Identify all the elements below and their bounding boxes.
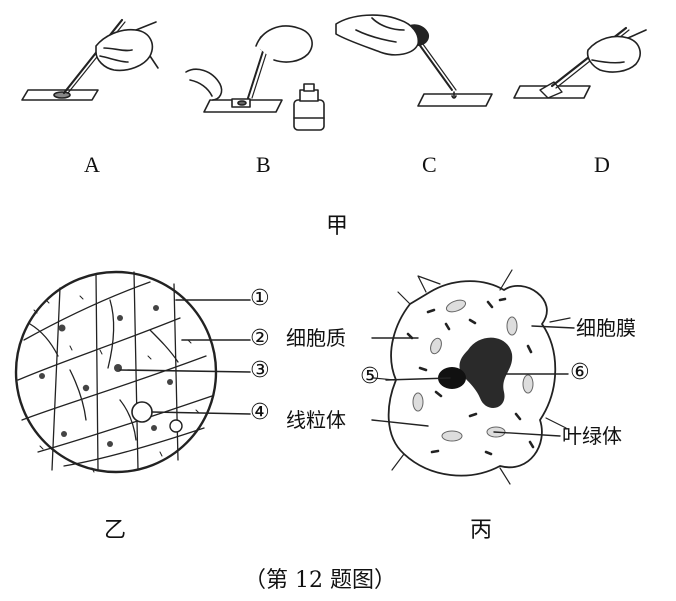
step-b-illustration <box>185 25 325 131</box>
group-jia-label: 甲 <box>326 214 349 239</box>
step-d-illustration <box>513 26 647 99</box>
marker-2: ② <box>250 326 270 351</box>
step-d-label: D <box>594 152 610 177</box>
marker-1: ① <box>250 286 270 311</box>
step-a-label: A <box>84 152 100 177</box>
marker-3: ③ <box>250 358 270 383</box>
marker-5: ⑤ <box>360 364 380 389</box>
step-a-illustration <box>21 18 159 101</box>
step-b-label: B <box>256 152 271 177</box>
marker-4: ④ <box>250 400 270 425</box>
label-chloroplast: 叶绿体 <box>562 424 622 448</box>
group-yi-label: 乙 <box>104 518 127 543</box>
figure-caption: （第 12 题图） <box>244 568 396 593</box>
group-bing-label: 丙 <box>470 518 493 543</box>
step-c-label: C <box>422 152 437 177</box>
microscope-leader-lines <box>119 299 251 415</box>
label-cytoplasm: 细胞质 <box>286 326 346 350</box>
cell-diagram <box>373 269 571 485</box>
marker-6: ⑥ <box>570 360 590 385</box>
step-c-illustration <box>335 14 493 107</box>
label-mitochondria: 线粒体 <box>286 408 346 432</box>
microscope-view <box>14 270 218 474</box>
cell-leader-lines <box>371 325 575 437</box>
label-cell-membrane: 细胞膜 <box>576 316 636 340</box>
